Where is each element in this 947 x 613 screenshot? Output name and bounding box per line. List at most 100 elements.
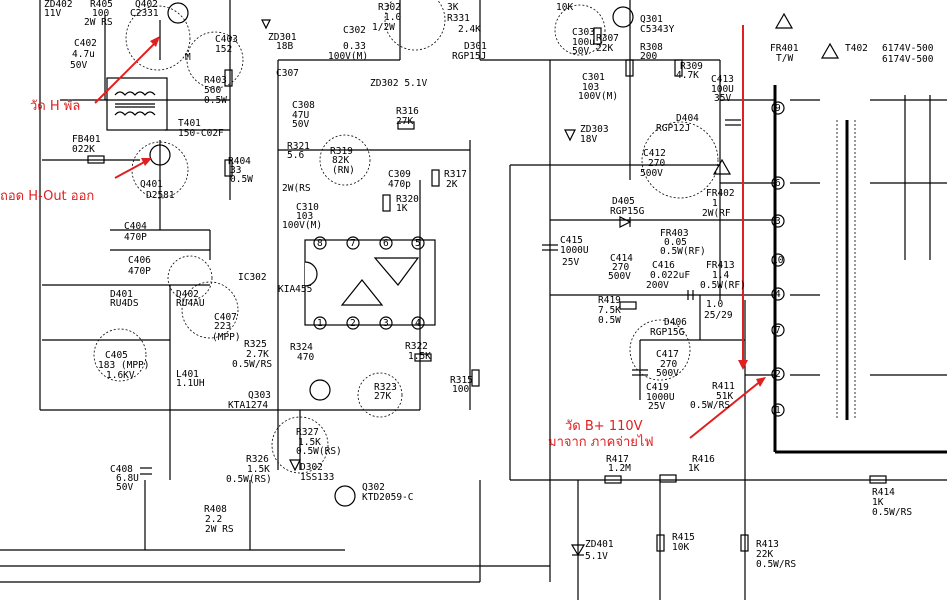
warning-icon (820, 42, 840, 59)
component-label: RGP15G (610, 206, 645, 217)
component-label: R302 (378, 2, 401, 13)
q302-transistor (334, 485, 356, 507)
component-label: 470P (124, 232, 147, 243)
component-label: R327 (296, 427, 319, 438)
ic-pin-8 (313, 236, 327, 250)
component-label: ZD301 (268, 32, 297, 43)
component-label: R308 (640, 42, 663, 53)
component-label: KTA1274 (228, 400, 268, 411)
warning-icons (261, 12, 840, 175)
component-label: 100V(M) (578, 91, 618, 102)
ic-pin-label: 8 (317, 238, 323, 249)
component-label: D301 (464, 41, 487, 52)
component-label: RGP12J (656, 123, 690, 134)
component-label: C414 (610, 253, 633, 264)
component-label: KTD2059-C (362, 492, 413, 503)
component-label: 0.5W/RS (872, 507, 912, 518)
ic-pin-labels: 8 7 6 5 1 2 3 4 (317, 238, 421, 329)
component-label: 1.5K (247, 464, 270, 475)
ic-pin-label: 6 (383, 238, 389, 249)
wiring (0, 0, 947, 600)
component-label: D406 (664, 317, 687, 328)
component-labels: ZD402 11V R405 100 2W RS Q402 C2331 C402… (44, 0, 934, 570)
annotation-remove-h-out: ถอด H-Out ออก (0, 189, 94, 204)
component-label: 0.5W (598, 315, 621, 326)
component-label: 0.5W(RF) (700, 280, 746, 291)
fbt-pin-label: 4 (775, 289, 781, 300)
fbt-pin-6 (771, 176, 785, 190)
component-label: 5.1V (585, 551, 608, 562)
component-label: 1.0 (384, 12, 401, 23)
component-label: 11V (44, 8, 61, 19)
component-label: 51K (716, 391, 733, 402)
component-label: C412 (643, 148, 666, 159)
component-label: 200V (646, 280, 669, 291)
component-label: T/W (776, 53, 793, 64)
component-label: 22K (756, 549, 773, 560)
component-label: R309 (680, 61, 703, 72)
component-label: 25V (648, 401, 665, 412)
component-label: T402 (845, 43, 868, 54)
component-label: 0.5W(RS) (296, 446, 342, 457)
fbt-pin-9 (771, 101, 785, 115)
component-label: 183 (MPP) (98, 360, 149, 371)
component-label: 0.5W/RS (756, 559, 796, 570)
component-label: T401 (178, 118, 201, 129)
component-label: 0.022uF (650, 270, 690, 281)
q402-transistor (167, 2, 189, 24)
component-label: Q402 (135, 0, 158, 10)
component-label: R403 (204, 75, 227, 86)
component-label: 100U (711, 84, 734, 95)
component-label: ZD402 (44, 0, 73, 10)
fbt-pin-label: 3 (775, 216, 781, 227)
component-label: C407 (214, 312, 237, 323)
q303-transistor (309, 379, 331, 401)
component-label: C310 (296, 202, 319, 213)
fbt-pin-label: 7 (775, 325, 781, 336)
component-label: 1/2W (372, 22, 395, 33)
component-label: 22K (596, 43, 613, 54)
fbt-pin-1 (771, 403, 785, 417)
component-label: R326 (246, 454, 269, 465)
component-label: Q302 (362, 482, 385, 493)
component-label: FR401 (770, 43, 799, 54)
component-label: 1.4 (712, 270, 729, 281)
component-label: 6.8U (116, 473, 139, 484)
fbt-pin-label: 1 (775, 405, 781, 416)
component-label: 1 (712, 198, 718, 209)
component-label: 47U (292, 110, 309, 121)
ic-pin-label: 1 (317, 318, 323, 329)
component-label: 270 (612, 262, 629, 273)
component-label: FR402 (706, 188, 735, 199)
component-label: 1.0 (706, 299, 723, 310)
component-label: 270 (648, 158, 665, 169)
component-label: 0.33 (343, 41, 366, 52)
component-label: R404 (228, 156, 251, 167)
component-label: R319 (330, 146, 353, 157)
component-label: 27K (396, 116, 413, 127)
component-label: R408 (204, 504, 227, 515)
ic-pin-6 (379, 236, 393, 250)
component-label: D401 (110, 289, 133, 300)
warning-icon (774, 12, 794, 29)
component-label: 1.6KV (106, 370, 135, 381)
component-label: R320 (396, 194, 419, 205)
component-label: 2.4K (458, 24, 481, 35)
ic-pin-label: 3 (383, 318, 389, 329)
component-label: 1K (872, 497, 884, 508)
component-label: 0.5W (204, 95, 227, 106)
component-label: 470p (388, 179, 411, 190)
component-label: 0.5W(RF) (660, 246, 706, 257)
component-label: 152 (215, 44, 232, 55)
component-label: 470 (297, 352, 314, 363)
component-label: 5.6 (287, 150, 304, 161)
component-label: 50V (292, 119, 309, 130)
component-label: C417 (656, 349, 679, 360)
component-label: C416 (652, 260, 675, 271)
component-label: 33 (230, 165, 241, 176)
component-label: Q303 (248, 390, 271, 401)
component-label: 200 (640, 51, 657, 62)
component-label: 223 (214, 321, 231, 332)
components (87, 0, 887, 557)
q401-transistor (149, 144, 171, 166)
